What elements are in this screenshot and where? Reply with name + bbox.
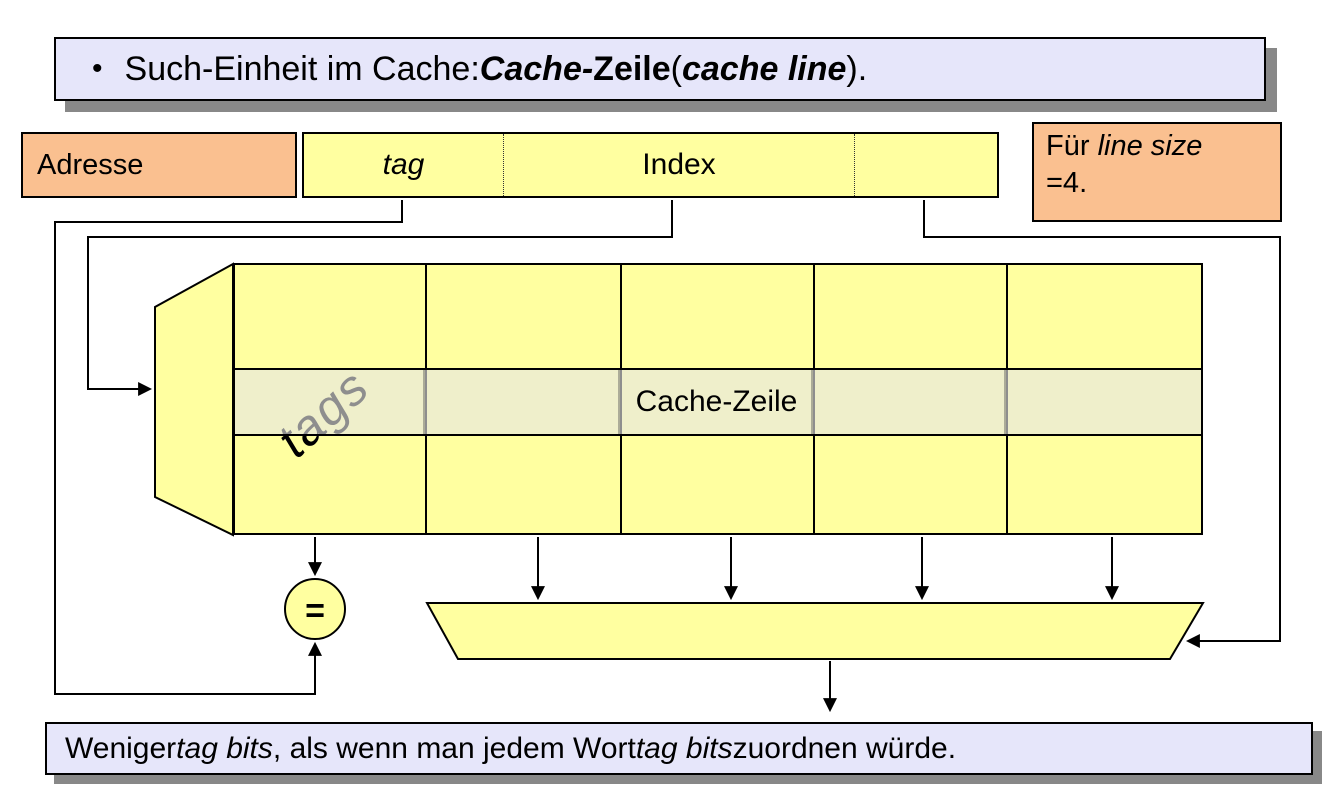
note-line-2: =4. — [1046, 165, 1280, 202]
mux-shape — [425, 602, 1205, 660]
title-text-zeile: Zeile — [593, 49, 671, 88]
address-offset-section — [854, 134, 997, 196]
footer-banner: Weniger tag bits, als wenn man jedem Wor… — [45, 722, 1313, 775]
tag-array-shape — [154, 262, 234, 537]
adresse-box: Adresse — [21, 132, 297, 198]
index-label: Index — [642, 148, 716, 181]
line-size-note: Für line size =4. — [1032, 122, 1282, 222]
cache-zeile-label: Cache-Zeile — [635, 385, 798, 418]
title-text-paren-open: ( — [670, 49, 682, 88]
grid-line-h2 — [235, 434, 1201, 436]
comparator-circle — [284, 578, 346, 640]
band-sep-2 — [618, 370, 620, 434]
band-sep-3 — [811, 370, 813, 434]
title-text-normal: Such-Einheit im Cache: — [124, 49, 480, 88]
band-sep-4 — [1004, 370, 1006, 434]
footer-text-3: zuordnen würde. — [732, 731, 957, 765]
note-line-size: line size — [1097, 130, 1203, 162]
note-fuer: Für — [1046, 130, 1098, 162]
title-text-cache: Cache- — [479, 49, 594, 88]
address-index-section: Index — [503, 134, 854, 196]
band-sep-1 — [423, 370, 425, 434]
title-text-paren-close: ). — [846, 49, 868, 88]
title-text-cacheline: cache line — [681, 49, 847, 88]
tag-label: tag — [382, 148, 425, 181]
note-equals-4: =4. — [1046, 167, 1088, 199]
adresse-label: Adresse — [37, 148, 144, 181]
comparator-symbol: = — [305, 592, 325, 630]
footer-tagbits-1: tag bits — [176, 731, 273, 765]
address-tag-section: tag — [304, 134, 503, 196]
grid-line-h1 — [235, 368, 1201, 370]
address-field: tag Index — [302, 132, 999, 198]
footer-text-2: , als wenn man jedem Wort — [272, 731, 636, 765]
footer-text-1: Weniger — [65, 731, 177, 765]
footer-tagbits-2: tag bits — [635, 731, 733, 765]
title-banner: • Such-Einheit im Cache: Cache-Zeile (ca… — [54, 37, 1266, 101]
bullet-icon: • — [92, 52, 103, 85]
note-line-1: Für line size — [1046, 128, 1280, 165]
